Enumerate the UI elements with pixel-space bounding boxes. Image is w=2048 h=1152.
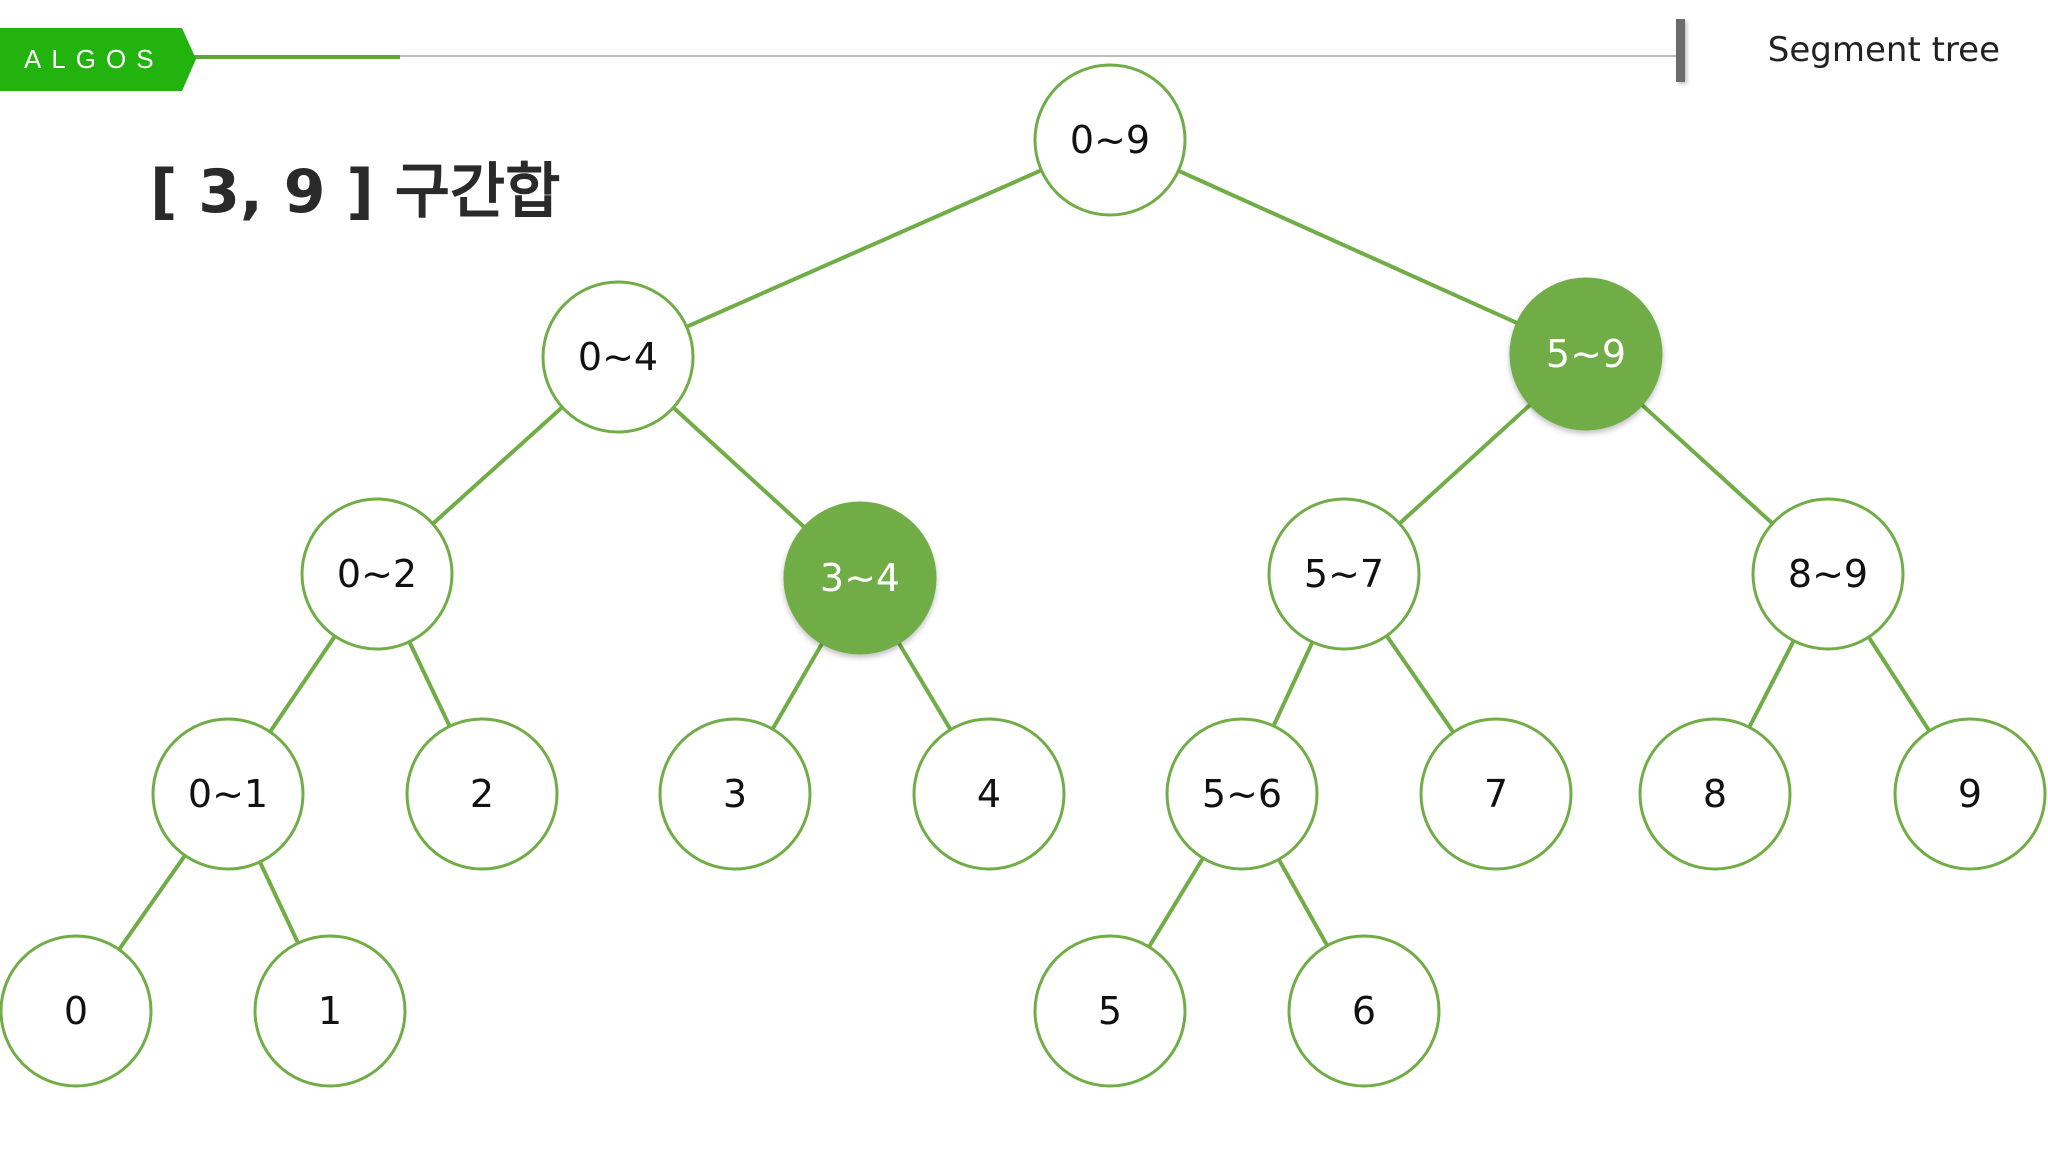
node-label: 0~9 [1070,118,1150,162]
node-circle-highlighted [783,501,937,655]
tree-node: 0~2 [300,497,454,651]
tree-node: 5~7 [1267,497,1421,651]
header-accent-line [190,55,400,59]
node-label: 5~6 [1202,772,1282,816]
tree-node: 5 [1033,934,1187,1088]
node-circle [1893,717,2047,871]
tree-node: 0~1 [151,717,305,871]
node-label: 9 [1958,772,1982,816]
node-label: 0 [64,989,88,1033]
tree-node: 5~9 [1509,277,1663,431]
node-label: 8 [1703,772,1727,816]
tree-node: 2 [405,717,559,871]
tree-node: 0 [0,934,153,1088]
node-label: 7 [1484,772,1508,816]
node-circle [1419,717,1573,871]
node-circle-highlighted [1509,277,1663,431]
node-label: 0~1 [188,772,268,816]
node-circle [253,934,407,1088]
tree-node: 3 [658,717,812,871]
tree-node: 0~9 [1033,63,1187,217]
node-label: 5~7 [1304,552,1384,596]
tree-node: 8 [1638,717,1792,871]
node-label: 2 [470,772,494,816]
header-end-marker [1676,19,1685,82]
tree-node: 9 [1893,717,2047,871]
node-label: 8~9 [1788,552,1868,596]
tree-nodes: 0~9 0~4 5~9 0~2 3~4 5~7 8~9 0~1 2 3 4 5~6 7 8 9 0 1 5 6 [0,63,2047,1088]
node-circle [1638,717,1792,871]
deck-title: Segment tree [1767,30,2000,70]
brand-label: ALGOS [24,44,164,74]
tree-node: 6 [1287,934,1441,1088]
node-label: 1 [318,989,342,1033]
header-divider-line [400,55,1680,57]
node-circle [1287,934,1441,1088]
node-label: 6 [1352,989,1376,1033]
node-circle [300,497,454,651]
node-label: 5~9 [1546,332,1626,376]
node-label: 3~4 [820,556,900,600]
node-label: 0~4 [578,335,658,379]
node-circle [1165,717,1319,871]
node-circle [541,280,695,434]
node-circle [1267,497,1421,651]
node-label: 4 [977,772,1001,816]
node-circle [151,717,305,871]
tree-node: 3~4 [783,501,937,655]
tree-node: 5~6 [1165,717,1319,871]
slide-title: [ 3, 9 ] 구간합 [150,157,561,227]
tree-edge [1109,138,1587,356]
node-circle [1033,934,1187,1088]
node-label: 0~2 [337,552,417,596]
tree-node: 7 [1419,717,1573,871]
brand-tag: ALGOS [0,28,196,91]
node-circle [912,717,1066,871]
node-circle [658,717,812,871]
tree-node: 4 [912,717,1066,871]
node-label: 3 [723,772,747,816]
node-circle [405,717,559,871]
tree-edge [617,138,1111,359]
node-label: 5 [1098,989,1122,1033]
node-circle [1751,497,1905,651]
tree-node: 0~4 [541,280,695,434]
node-circle [1033,63,1187,217]
tree-node: 8~9 [1751,497,1905,651]
node-circle [0,934,153,1088]
tree-node: 1 [253,934,407,1088]
